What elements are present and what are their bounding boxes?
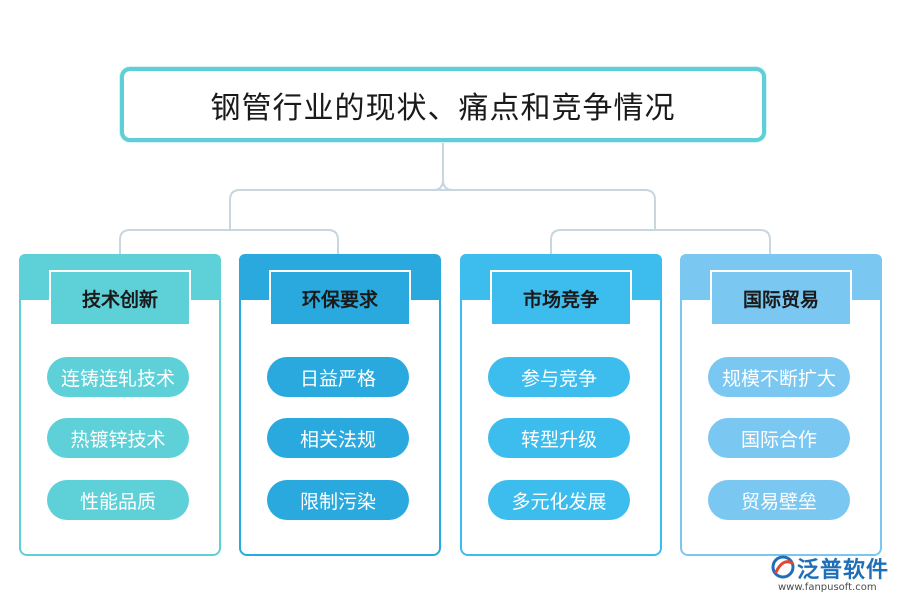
panel-item: 转型升级	[488, 418, 630, 458]
panel-item: 规模不断扩大	[708, 357, 850, 397]
connector-left-sub	[119, 229, 339, 254]
connector-left-branch	[229, 189, 241, 201]
panel-item: 相关法规	[267, 418, 409, 458]
panel-header: 国际贸易	[710, 270, 852, 326]
connector-trunk-right	[442, 179, 454, 191]
panel-item: 国际合作	[708, 418, 850, 458]
panel-item: 性能品质	[47, 480, 189, 520]
panel-international-trade: 国际贸易 规模不断扩大 国际合作 贸易壁垒	[680, 254, 882, 556]
panel-item: 贸易壁垒	[708, 480, 850, 520]
watermark-name: 泛普软件	[797, 558, 890, 583]
panel-header: 环保要求	[269, 270, 411, 326]
panel-item: 热镀锌技术	[47, 418, 189, 458]
panel-header: 技术创新	[49, 270, 191, 326]
connector-trunk	[432, 142, 444, 191]
connector-right-branch	[644, 189, 656, 201]
fanpu-logo-icon	[771, 555, 795, 579]
diagram-title: 钢管行业的现状、痛点和竞争情况	[210, 90, 676, 126]
panel-tech-innovation: 技术创新 连铸连轧技术 热镀锌技术 性能品质	[19, 254, 221, 556]
panel-market-competition: 市场竞争 参与竞争 转型升级 多元化发展	[460, 254, 662, 556]
panel-header: 市场竞争	[490, 270, 632, 326]
panel-item: 参与竞争	[488, 357, 630, 397]
panel-item: 限制污染	[267, 480, 409, 520]
panel-item: 连铸连轧技术	[47, 357, 189, 397]
title-box: 钢管行业的现状、痛点和竞争情况	[120, 67, 766, 142]
panel-environmental: 环保要求 日益严格 相关法规 限制污染	[239, 254, 441, 556]
watermark: 泛普软件 www.fanpusoft.com	[770, 552, 895, 598]
connector-right-sub	[550, 229, 771, 254]
watermark-url: www.fanpusoft.com	[778, 582, 877, 593]
panel-item: 日益严格	[267, 357, 409, 397]
panel-item: 多元化发展	[488, 480, 630, 520]
